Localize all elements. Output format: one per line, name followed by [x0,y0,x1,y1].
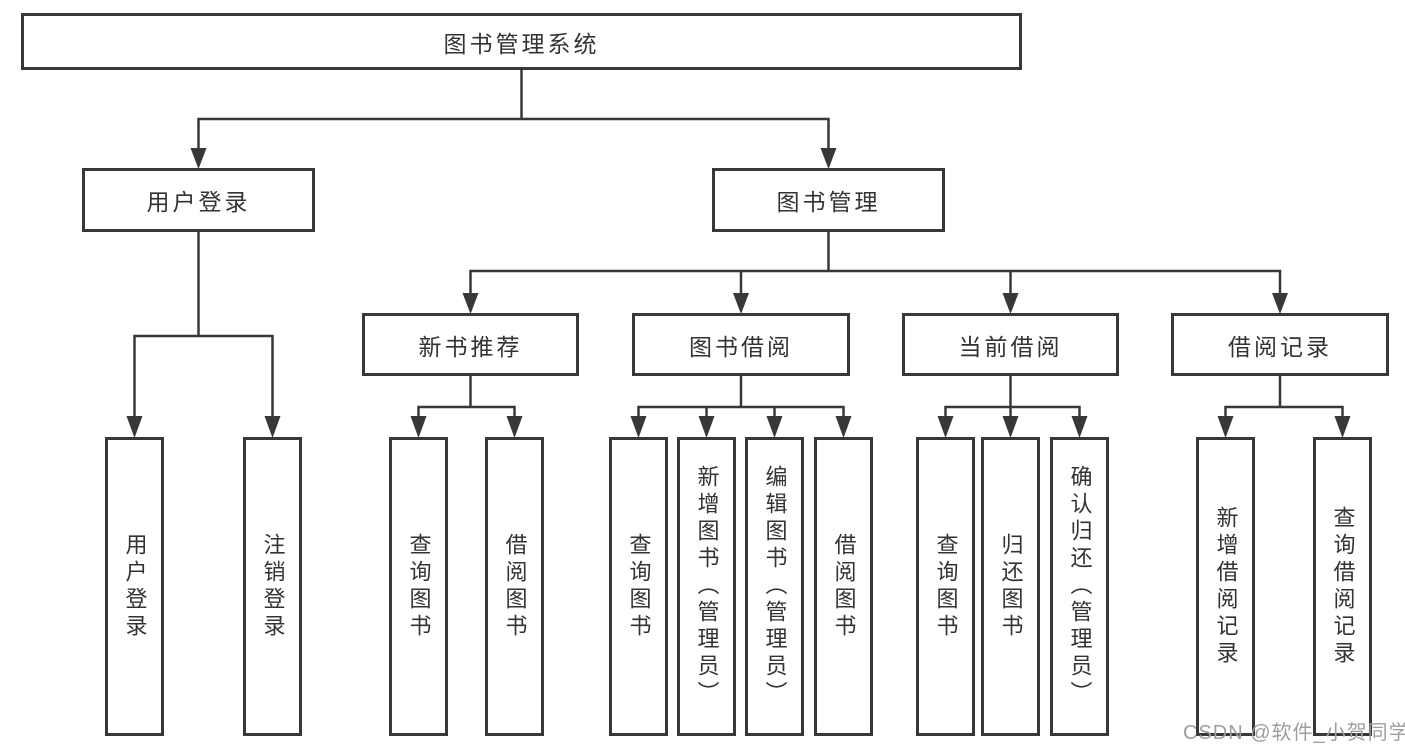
leaf-edit-book-admin: 编辑图书（管理员） [745,437,804,736]
arrowhead-book-borrow [733,293,749,314]
leaf-borrow-books-2: 借阅图书 [814,437,873,736]
arrowhead-leaf-confirm-return [1071,416,1088,438]
node-borrow-records-label: 借阅记录 [1228,333,1332,360]
arrowhead-leaf-return-books [1002,416,1019,438]
arrowhead-leaf-logout [264,416,281,438]
leaf-query-books-1: 查询图书 [389,437,448,736]
connector-book-management-children [469,230,1282,297]
connector-root-to-level2 [197,68,830,152]
node-current-borrow-label: 当前借阅 [958,333,1063,360]
arrowhead-leaf-query-books-2 [630,416,647,438]
leaf-return-books-label: 归还图书 [998,532,1024,641]
leaf-borrow-books-1-label: 借阅图书 [502,532,528,641]
arrowhead-leaf-user-login [126,416,143,438]
node-root-label: 图书管理系统 [443,30,600,57]
leaf-query-books-3: 查询图书 [916,437,975,736]
leaf-borrow-books-1: 借阅图书 [485,437,544,736]
leaf-query-books-3-label: 查询图书 [933,532,959,641]
leaf-logout: 注销登录 [243,437,302,736]
leaf-query-books-2: 查询图书 [609,437,668,736]
leaf-query-borrow-record: 查询借阅记录 [1313,437,1372,736]
connector-borrow-records-children [1224,374,1344,420]
arrowhead-book-management [820,148,837,169]
arrowhead-new-book-recommend [462,293,479,314]
arrowhead-leaf-query-books-3 [937,416,954,438]
node-book-borrow: 图书借阅 [632,313,850,376]
leaf-user-login: 用户登录 [105,437,164,736]
arrowhead-leaf-edit-book [766,416,783,438]
leaf-add-book-admin-label: 新增图书（管理员） [694,465,720,708]
csdn-watermark: CSDN @软件_小贺同学 [1183,722,1405,744]
leaf-borrow-books-2-label: 借阅图书 [831,532,857,641]
leaf-edit-book-admin-label: 编辑图书（管理员） [762,465,788,708]
node-user-login: 用户登录 [82,168,315,232]
connector-new-book-recommend-children [417,374,516,420]
arrowhead-borrow-records [1272,293,1288,314]
arrowhead-leaf-borrow-books-1 [506,416,523,438]
node-user-login-label: 用户登录 [146,189,251,215]
leaf-query-borrow-record-label: 查询借阅记录 [1330,505,1356,668]
node-borrow-records: 借阅记录 [1171,313,1389,376]
node-root: 图书管理系统 [21,13,1022,70]
arrowhead-leaf-query-books-1 [410,416,427,438]
arrowhead-leaf-add-borrow-record [1217,416,1234,438]
connector-user-login-children [133,230,274,420]
node-current-borrow: 当前借阅 [902,313,1119,376]
node-new-book-recommend: 新书推荐 [362,313,579,376]
leaf-add-book-admin: 新增图书（管理员） [677,437,736,736]
leaf-confirm-return-admin-label: 确认归还（管理员） [1067,465,1093,708]
arrowhead-leaf-borrow-books-2 [835,416,852,438]
arrowhead-leaf-add-book [698,416,715,438]
leaf-logout-label: 注销登录 [260,532,286,641]
node-book-borrow-label: 图书借阅 [689,333,793,360]
connector-current-borrow-children [944,374,1081,420]
leaf-user-login-label: 用户登录 [122,532,148,641]
leaf-query-books-2-label: 查询图书 [626,532,652,641]
node-book-management: 图书管理 [712,168,945,232]
node-book-management-label: 图书管理 [776,189,881,215]
arrowhead-current-borrow [1002,293,1019,314]
leaf-add-borrow-record: 新增借阅记录 [1196,437,1255,736]
arrowhead-leaf-query-borrow-record [1334,416,1351,438]
leaf-confirm-return-admin: 确认归还（管理员） [1050,437,1109,736]
leaf-query-books-1-label: 查询图书 [406,532,432,641]
node-new-book-recommend-label: 新书推荐 [418,333,523,360]
connector-book-borrow-children [637,374,845,420]
leaf-return-books: 归还图书 [981,437,1040,736]
leaf-add-borrow-record-label: 新增借阅记录 [1213,505,1239,668]
arrowhead-user-login [190,148,207,169]
